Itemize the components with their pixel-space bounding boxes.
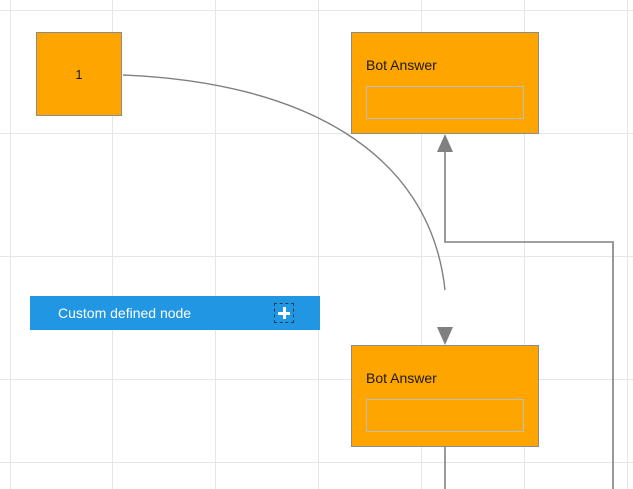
- bot-answer-node[interactable]: Bot Answer: [351, 345, 539, 447]
- bot-answer-message-slot[interactable]: [366, 399, 524, 432]
- grid-line-vertical: [10, 0, 11, 489]
- grid-line-vertical: [215, 0, 216, 489]
- custom-defined-node-item[interactable]: Custom defined node: [30, 296, 320, 330]
- bot-answer-title: Bot Answer: [366, 370, 437, 386]
- plus-icon[interactable]: [274, 303, 294, 323]
- custom-defined-node-label: Custom defined node: [58, 305, 192, 321]
- bot-answer-title: Bot Answer: [366, 57, 437, 73]
- grid-line-horizontal: [0, 256, 633, 257]
- grid-line-vertical: [627, 0, 628, 489]
- grid-line-horizontal: [0, 462, 633, 463]
- grid-line-horizontal: [0, 379, 633, 380]
- grid-line-vertical: [318, 0, 319, 489]
- bot-answer-node[interactable]: Bot Answer: [351, 32, 539, 134]
- bot-answer-message-slot[interactable]: [366, 86, 524, 119]
- start-node[interactable]: 1: [36, 32, 122, 116]
- plus-icon-vertical-bar: [282, 307, 286, 319]
- start-node-label: 1: [75, 66, 83, 82]
- grid-line-horizontal: [0, 10, 633, 11]
- grid-line-vertical: [112, 0, 113, 489]
